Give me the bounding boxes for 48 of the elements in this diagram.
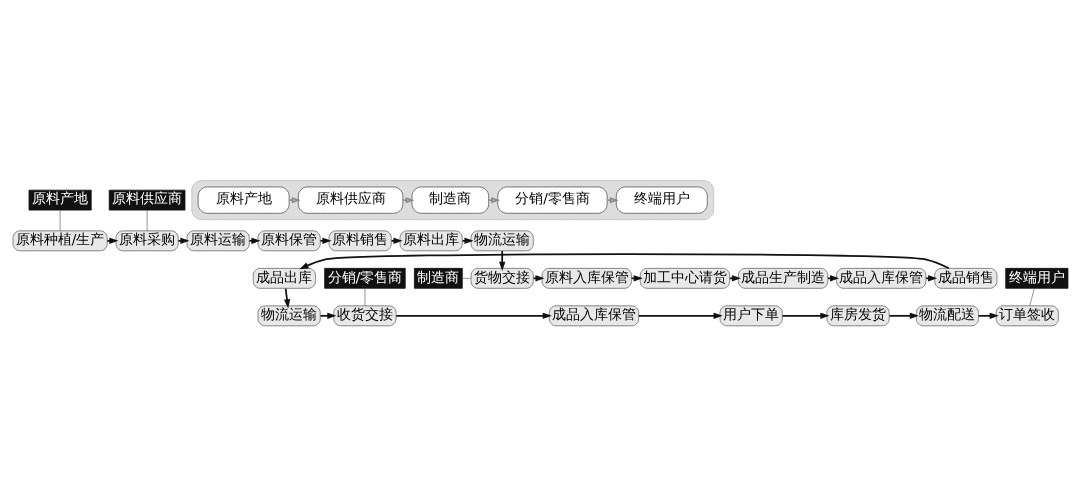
node-box: 终端用户 (615, 186, 708, 214)
node-box: 库房发货 (826, 305, 890, 327)
connector (462, 277, 472, 279)
node-box: 用户下单 (719, 305, 783, 327)
node-box: 制造商 (414, 267, 463, 289)
node-box: 成品生产制造 (738, 267, 829, 289)
connector (1029, 288, 1035, 307)
node-box: 原料入库保管 (541, 267, 632, 289)
arrow (977, 312, 999, 320)
node-box: 分销/零售商 (324, 267, 406, 289)
arrow (499, 250, 506, 271)
node-box: 原料出库 (399, 230, 463, 252)
node-box: 原料运输 (186, 230, 250, 252)
node-box: 原料采购 (115, 230, 179, 252)
node-box: 收货交接 (333, 305, 397, 327)
node-box: 货物交接 (470, 267, 534, 289)
node-box: 物流运输 (470, 230, 534, 252)
node-box: 成品入库保管 (548, 305, 640, 327)
node-box: 分销/零售商 (497, 186, 608, 214)
node-box: 原料产地 (197, 186, 290, 214)
node-box: 原料种植/生产 (12, 230, 108, 252)
arrow (288, 197, 301, 204)
connector (364, 288, 366, 307)
node-box: 制造商 (411, 186, 490, 214)
node-box: 原料销售 (328, 230, 392, 252)
arrow (637, 312, 723, 320)
connector (59, 209, 61, 232)
arrow (319, 312, 337, 320)
node-box: 加工中心请货 (639, 267, 730, 289)
arrow (395, 312, 552, 320)
node-box: 原料供应商 (108, 189, 186, 211)
node-box: 成品销售 (934, 267, 998, 289)
node-box: 原料产地 (28, 189, 92, 211)
node-box: 终端用户 (1005, 267, 1069, 289)
node-box: 原料供应商 (297, 186, 404, 214)
node-box: 物流运输 (257, 305, 321, 327)
arrow (402, 197, 415, 204)
node-box: 成品出库 (252, 267, 316, 289)
cluster (191, 180, 715, 221)
arrow (888, 312, 919, 320)
arrow (606, 197, 619, 204)
node-box: 成品入库保管 (836, 267, 927, 289)
node-box: 物流配送 (915, 305, 979, 327)
arrow (781, 312, 830, 320)
arrow (299, 253, 950, 270)
node-box: 原料保管 (257, 230, 321, 252)
node-box: 订单签收 (995, 305, 1059, 327)
connector (146, 209, 148, 232)
